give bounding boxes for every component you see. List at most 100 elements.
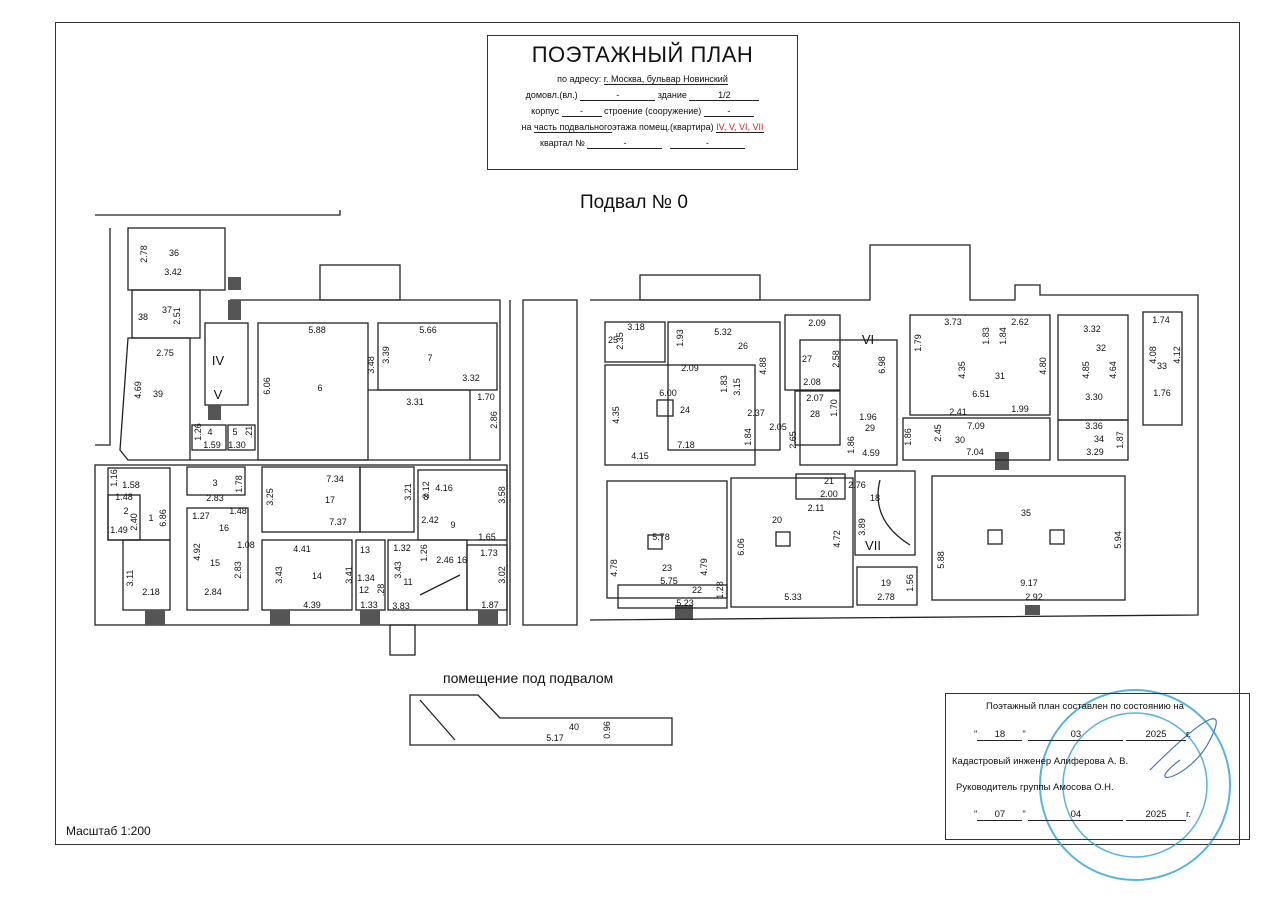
corridor-between-buildings (509, 299, 578, 626)
room-dimension-label: 1.33 (360, 600, 378, 610)
room-dimension-label: 17 (325, 495, 335, 505)
room-dimension-label: 29 (865, 423, 875, 433)
room-dimension-label: 35 (1021, 508, 1031, 518)
room-dimension-label: 7 (427, 353, 432, 363)
room-dimension-label: 1.28 (715, 581, 725, 599)
room-dimension-label: 32 (1096, 343, 1106, 353)
room-dimension-label: 1.34 (357, 573, 375, 583)
left-building-walls (94, 210, 508, 656)
room-dimension-label: 2.62 (1011, 317, 1029, 327)
room-dimension-label: 1.26 (193, 423, 203, 441)
room-dimension-label: 2.40 (129, 513, 139, 531)
room-dimension-label: 1.56 (905, 574, 915, 592)
room-dimension-label: 2.76 (848, 480, 866, 490)
room-dimension-label: 3.32 (1083, 324, 1101, 334)
room-dimension-label: 21 (824, 476, 834, 486)
room-dimension-label: 3.58 (497, 486, 507, 504)
room-dimension-label: 5.88 (936, 551, 946, 569)
scale-label: Масштаб 1:200 (66, 824, 151, 838)
room-dimension-label: 31 (995, 371, 1005, 381)
room-dimension-label: 4.79 (699, 558, 709, 576)
room-dimension-label: 2.75 (156, 348, 174, 358)
room-dimension-label: 3.18 (627, 322, 645, 332)
room-dimension-label: 2.35 (615, 332, 625, 350)
room-dimension-label: 1.73 (480, 548, 498, 558)
room-dimension-label: 12 (359, 585, 369, 595)
room-dimension-label: 1.30 (228, 440, 246, 450)
date1-month: 03 (1028, 729, 1124, 741)
domovl-value: - (580, 90, 656, 101)
room-dimension-label: 16 (219, 523, 229, 533)
room-dimension-label: 22 (692, 585, 702, 595)
room-dimension-label: 1.32 (393, 543, 411, 553)
room-dimension-label: 3.25 (265, 488, 275, 506)
room-dimension-label: 15 (210, 558, 220, 568)
room-dimension-label: 2.42 (421, 515, 439, 525)
room-dimension-label: 3.30 (1085, 392, 1103, 402)
room-dimension-label: 5.94 (1113, 531, 1123, 549)
room-dimension-label: 6.06 (262, 377, 272, 395)
room-dimension-label: 4.69 (133, 381, 143, 399)
date2-day: 07 (977, 809, 1023, 821)
date2-year: 2025 (1126, 809, 1187, 821)
room-dimension-label: 3.39 (381, 346, 391, 364)
room-dimension-label: 3.43 (393, 561, 403, 579)
state-label: Поэтажный план составлен по состоянию на (986, 701, 1184, 712)
room-dimension-label: 5.66 (419, 325, 437, 335)
room-dimension-label: 1.26 (419, 544, 429, 562)
building-value: 1/2 (689, 90, 760, 101)
room-dimension-label: 24 (680, 405, 690, 415)
room-dimension-label: 4 (207, 427, 212, 437)
room-dimension-label: 4.35 (957, 361, 967, 379)
room-dimension-label: 23 (662, 563, 672, 573)
room-dimension-label: 4.92 (192, 543, 202, 561)
room-dimension-label: 1.48 (115, 492, 133, 502)
room-dimension-label: 2.08 (803, 377, 821, 387)
room-dimension-label: 2.12 (421, 481, 431, 499)
room-dimension-label: 1.93 (675, 329, 685, 347)
room-dimension-label: 1.78 (234, 475, 244, 493)
room-dimension-label: 3.02 (497, 566, 507, 584)
room-dimension-label: 2.18 (142, 587, 160, 597)
korpus-label: корпус (531, 106, 559, 116)
room-dimension-label: 33 (1157, 361, 1167, 371)
room-dimension-label: 1.99 (1011, 404, 1029, 414)
year-suffix: г. (1186, 809, 1191, 820)
room-dimension-label: 1.65 (478, 532, 496, 542)
room-dimension-label: .28 (376, 584, 386, 597)
room-dimension-label: 4.12 (1172, 346, 1182, 364)
room-dimension-label: 1.27 (192, 511, 210, 521)
room-dimension-label: 4.35 (611, 406, 621, 424)
room-dimension-label: 1.58 (122, 480, 140, 490)
room-dimension-label: 7.37 (329, 517, 347, 527)
room-dimension-label: 1.16 (109, 469, 119, 487)
room-dimension-label: 36 (169, 248, 179, 258)
room-dimension-label: 1.84 (743, 428, 753, 446)
quote: " (974, 809, 978, 820)
room-dimension-label: 3.29 (1086, 447, 1104, 457)
room-dimension-label: 1.74 (1152, 315, 1170, 325)
room-dimension-label: 4.41 (293, 544, 311, 554)
room-dimension-label: 6.00 (659, 388, 677, 398)
room-dimension-label: 2.78 (877, 592, 895, 602)
room-dimension-label: 2.58 (831, 350, 841, 368)
room-dimension-label: 2.51 (172, 307, 182, 325)
room-dimension-label: 7.09 (967, 421, 985, 431)
room-dimension-label: 2.11 (808, 503, 825, 513)
room-dimension-label: 3.83 (392, 601, 410, 611)
drawing-sheet-border (55, 22, 1240, 845)
kvartal-label: квартал № (540, 138, 585, 148)
room-dimension-label: 2.83 (206, 493, 224, 503)
room-dimension-label: 16 (457, 555, 467, 565)
head-line: Руководитель группы Амосова О.Н. (956, 782, 1114, 793)
building-label: здание (657, 90, 687, 100)
address-label: по адресу: (557, 74, 602, 84)
premises-value: IV, V, VI, VII (716, 122, 764, 133)
room-dimension-label: 2.00 (820, 489, 838, 499)
room-dimension-label: 4.64 (1108, 361, 1118, 379)
room-dimension-label: 6.51 (972, 389, 990, 399)
room-dimension-label: 5.75 (660, 576, 678, 586)
room-dimension-label: 20 (772, 515, 782, 525)
room-dimension-label: 3.48 (366, 356, 376, 374)
